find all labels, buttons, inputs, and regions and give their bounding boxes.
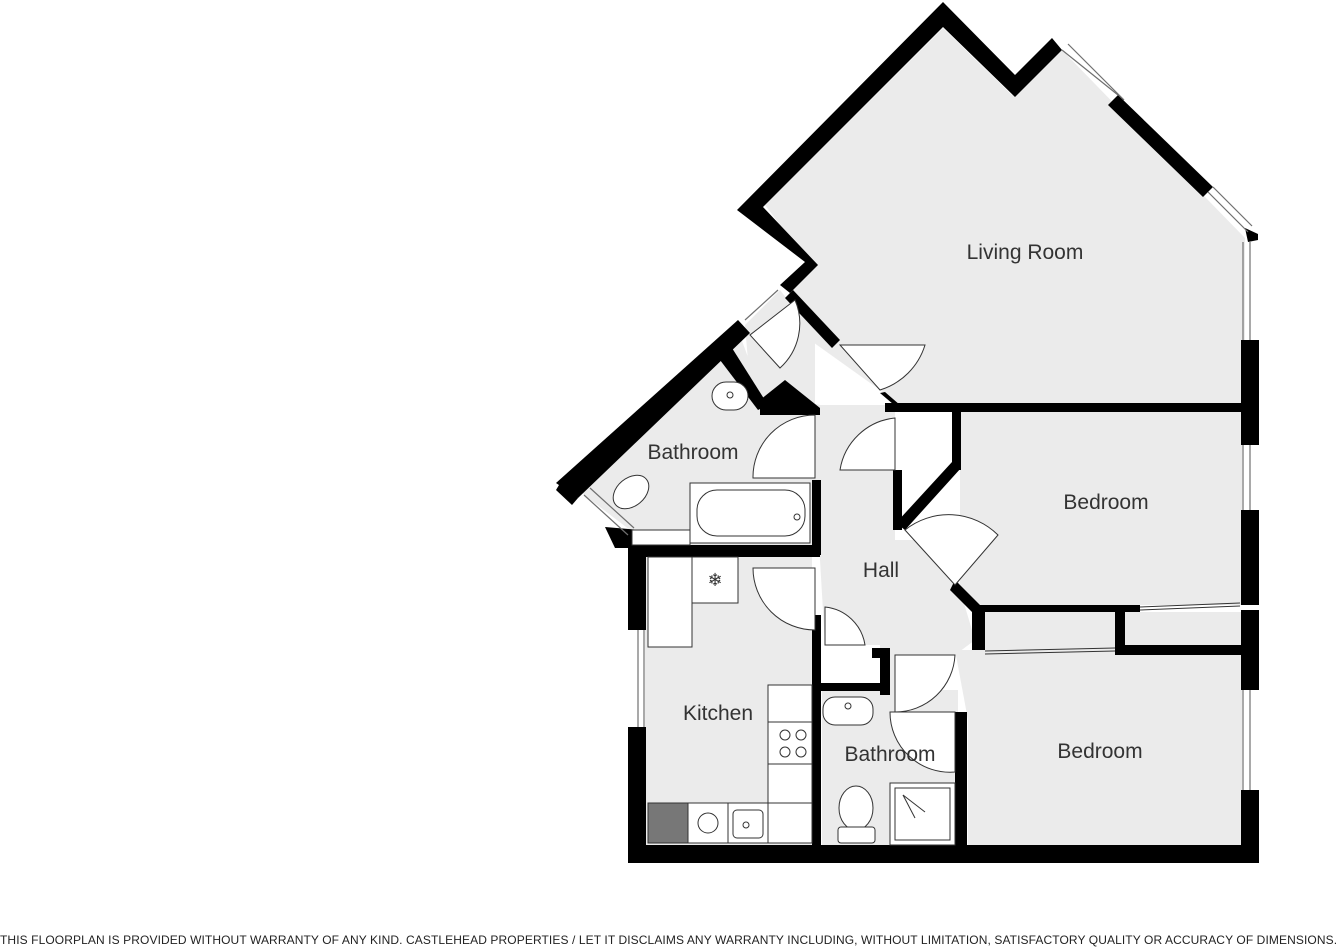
svg-text:❄: ❄ — [707, 570, 722, 591]
fixtures: ❄ — [612, 381, 956, 846]
counter-dark-unit — [647, 802, 689, 844]
doors — [749, 299, 1241, 773]
disclaimer-text: THIS FLOORPLAN IS PROVIDED WITHOUT WARRA… — [0, 933, 1336, 947]
bedroom-upper-door — [904, 514, 999, 586]
label-bedroom-upper: Bedroom — [1063, 491, 1148, 514]
windows — [583, 43, 1253, 790]
fridge-freezer — [691, 556, 739, 604]
entry-door — [749, 299, 801, 369]
bedroom-lower-area — [955, 612, 1242, 845]
label-living-room: Living Room — [967, 241, 1084, 264]
basin-lower — [822, 696, 874, 726]
toilet-lower — [838, 785, 874, 831]
label-bathroom-lower: Bathroom — [844, 743, 935, 766]
kitchen-counter-left — [647, 556, 693, 648]
room-labels: Living Room Bedroom Bedroom Hall Bathroo… — [647, 241, 1148, 766]
living-room-area — [765, 28, 1245, 405]
label-hall: Hall — [863, 559, 899, 582]
vanity-upper — [631, 529, 691, 546]
bathroom-lower-door — [889, 711, 956, 773]
bathroom-upper-door — [752, 414, 816, 479]
cupboard-door — [824, 606, 866, 646]
label-kitchen: Kitchen — [683, 702, 753, 725]
bedroom-closet-door — [839, 417, 896, 471]
hall-area — [820, 405, 975, 700]
kitchen-door — [752, 567, 816, 631]
hob — [767, 721, 813, 765]
living-room-door — [838, 344, 926, 391]
toilet-upper — [612, 474, 650, 510]
label-bathroom-upper: Bathroom — [647, 441, 738, 464]
room-fills — [575, 28, 1245, 845]
label-bedroom-lower: Bedroom — [1057, 740, 1142, 763]
walls — [556, 2, 1259, 863]
bedroom-upper-area — [960, 412, 1242, 605]
